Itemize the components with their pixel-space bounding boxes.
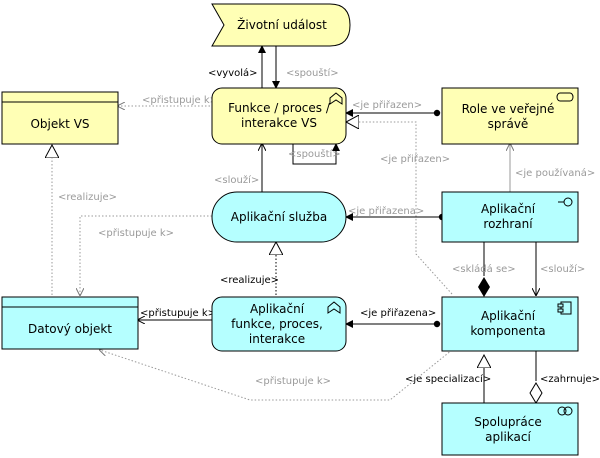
collaboration-icon <box>557 406 573 416</box>
edge-label-sklada-se: <skládá se> <box>452 263 516 275</box>
edge-spousti-loop <box>292 143 340 165</box>
node-aplikacni-rozhrani[interactable]: Aplikační rozhraní <box>441 191 579 243</box>
edge-label-zahrnuje: <zahrnuje> <box>540 374 600 385</box>
edge-label-je-prirazena-rozhrani: <je přiřazena> <box>348 205 424 217</box>
node-aplikacni-sluzba[interactable]: Aplikační služba <box>211 191 347 243</box>
edge-label-je-prirazen-komp: <je přiřazen> <box>380 153 450 165</box>
node-label-line-1: Aplikační <box>250 302 305 316</box>
node-label: Objekt VS <box>30 117 89 131</box>
node-label-line-1: Funkce / proces / <box>228 101 331 115</box>
role-icon <box>556 92 574 102</box>
node-funkce-proces[interactable]: Funkce / proces / interakce VS <box>211 87 347 145</box>
node-label-line-1: Aplikační <box>481 309 536 323</box>
function-icon <box>329 92 343 105</box>
node-label-line-1: Aplikační <box>481 202 536 216</box>
node-label-line-1: Spolupráce <box>474 415 541 429</box>
edge-label-pristupuje-sluzba: <přistupuje k> <box>98 227 174 239</box>
node-aplikacni-funkce[interactable]: Aplikační funkce, proces, interakce <box>211 296 347 352</box>
edge-label-spousti-loop: <spouští> <box>288 148 341 160</box>
node-label: Datový objekt <box>28 322 112 336</box>
node-label-line-2: interakce VS <box>241 116 317 130</box>
edge-label-vyvola: <vyvolá> <box>208 67 258 79</box>
edge-label-je-specializaci: <je specializací> <box>405 373 491 385</box>
edge-label-je-pouzivana: <je používaná> <box>515 167 595 179</box>
node-aplikacni-komponenta[interactable]: Aplikační komponenta <box>441 296 579 352</box>
node-label: Životní událost <box>237 17 327 32</box>
node-objekt-vs[interactable]: Objekt VS <box>1 91 119 145</box>
edge-label-pristupuje-funkce: <přistupuje k> <box>140 307 216 319</box>
node-label-line-2: správě <box>488 117 529 131</box>
node-role[interactable]: Role ve veřejné správě <box>441 87 579 145</box>
edge-label-spousti-top: <spouští> <box>286 67 339 79</box>
aggregation-diamond <box>529 382 543 404</box>
node-label-line-2: funkce, proces, <box>231 317 323 331</box>
edge-pristupuje-bottom <box>100 350 453 401</box>
composition-diamond <box>478 277 490 297</box>
node-zivotni-udalost[interactable]: Životní událost <box>211 3 351 47</box>
edge-label-realizuje-datovy: <realizuje> <box>58 192 117 203</box>
edge-label-slouzi-rozhrani: <slouží> <box>540 263 585 275</box>
node-label-line-3: interakce <box>249 332 305 346</box>
edge-label-pristupuje-objekt: <přistupuje k> <box>142 94 218 106</box>
edge-label-slouzi-sluzba: <slouží> <box>214 174 259 186</box>
node-spoluprace[interactable]: Spolupráce aplikací <box>441 402 579 456</box>
edge-je-prirazen-komp <box>346 122 453 295</box>
node-label-line-2: komponenta <box>470 324 545 338</box>
node-label-line-1: Role ve veřejné <box>462 102 555 116</box>
component-icon <box>557 301 572 315</box>
edge-label-je-prirazen-role: <je přiřazen> <box>352 99 422 111</box>
edge-label-pristupuje-bottom: <přistupuje k> <box>255 375 331 387</box>
function-icon <box>327 301 341 314</box>
edge-label-realizuje-funkce: <realizuje> <box>220 275 279 286</box>
node-label: Aplikační služba <box>231 210 327 224</box>
edge-label-je-prirazena-komp: <je přiřazena> <box>360 307 436 319</box>
interface-icon <box>558 197 573 207</box>
node-label-line-2: rozhraní <box>483 217 533 231</box>
node-label-line-2: aplikací <box>485 430 531 444</box>
node-datovy-objekt[interactable]: Datový objekt <box>1 296 139 350</box>
